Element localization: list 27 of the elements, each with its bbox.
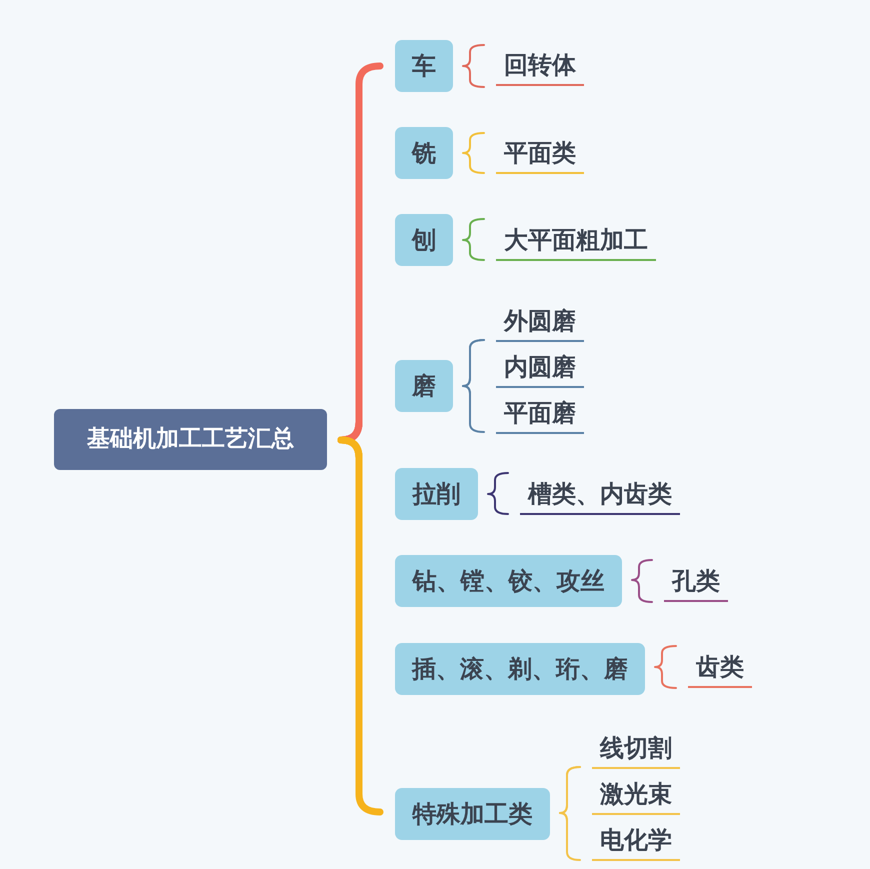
topic-box: 特殊加工类 bbox=[395, 788, 550, 840]
underlined-label: 齿类 bbox=[688, 642, 752, 688]
underlined-label: 槽类、内齿类 bbox=[520, 469, 680, 515]
underlined-label: 电化学 bbox=[592, 815, 680, 861]
brace-connector bbox=[631, 559, 653, 603]
topic-box: 铣 bbox=[395, 127, 453, 179]
root-box: 基础机加工工艺汇总 bbox=[54, 409, 327, 470]
underlined-label: 平面类 bbox=[496, 128, 584, 174]
topic-box: 拉削 bbox=[395, 468, 478, 520]
topic-box: 磨 bbox=[395, 360, 453, 412]
underlined-label: 激光束 bbox=[592, 769, 680, 815]
brace-connector bbox=[654, 645, 677, 689]
underlined-label: 线切割 bbox=[592, 723, 680, 769]
underlined-label: 内圆磨 bbox=[496, 342, 584, 388]
brace-connector bbox=[462, 132, 485, 174]
brace-connector bbox=[462, 218, 485, 261]
topic-box: 车 bbox=[395, 40, 453, 92]
topic-box: 钻、镗、铰、攻丝 bbox=[395, 555, 622, 607]
underlined-label: 回转体 bbox=[496, 40, 584, 86]
brace-connector bbox=[462, 44, 485, 88]
underlined-label: 外圆磨 bbox=[496, 296, 584, 342]
underlined-label: 大平面粗加工 bbox=[496, 215, 656, 261]
topic-box: 插、滚、剃、珩、磨 bbox=[395, 643, 645, 695]
underlined-label: 孔类 bbox=[664, 556, 728, 602]
topic-box: 刨 bbox=[395, 214, 453, 266]
brace-connector bbox=[487, 472, 509, 515]
underlined-label: 平面磨 bbox=[496, 388, 584, 434]
